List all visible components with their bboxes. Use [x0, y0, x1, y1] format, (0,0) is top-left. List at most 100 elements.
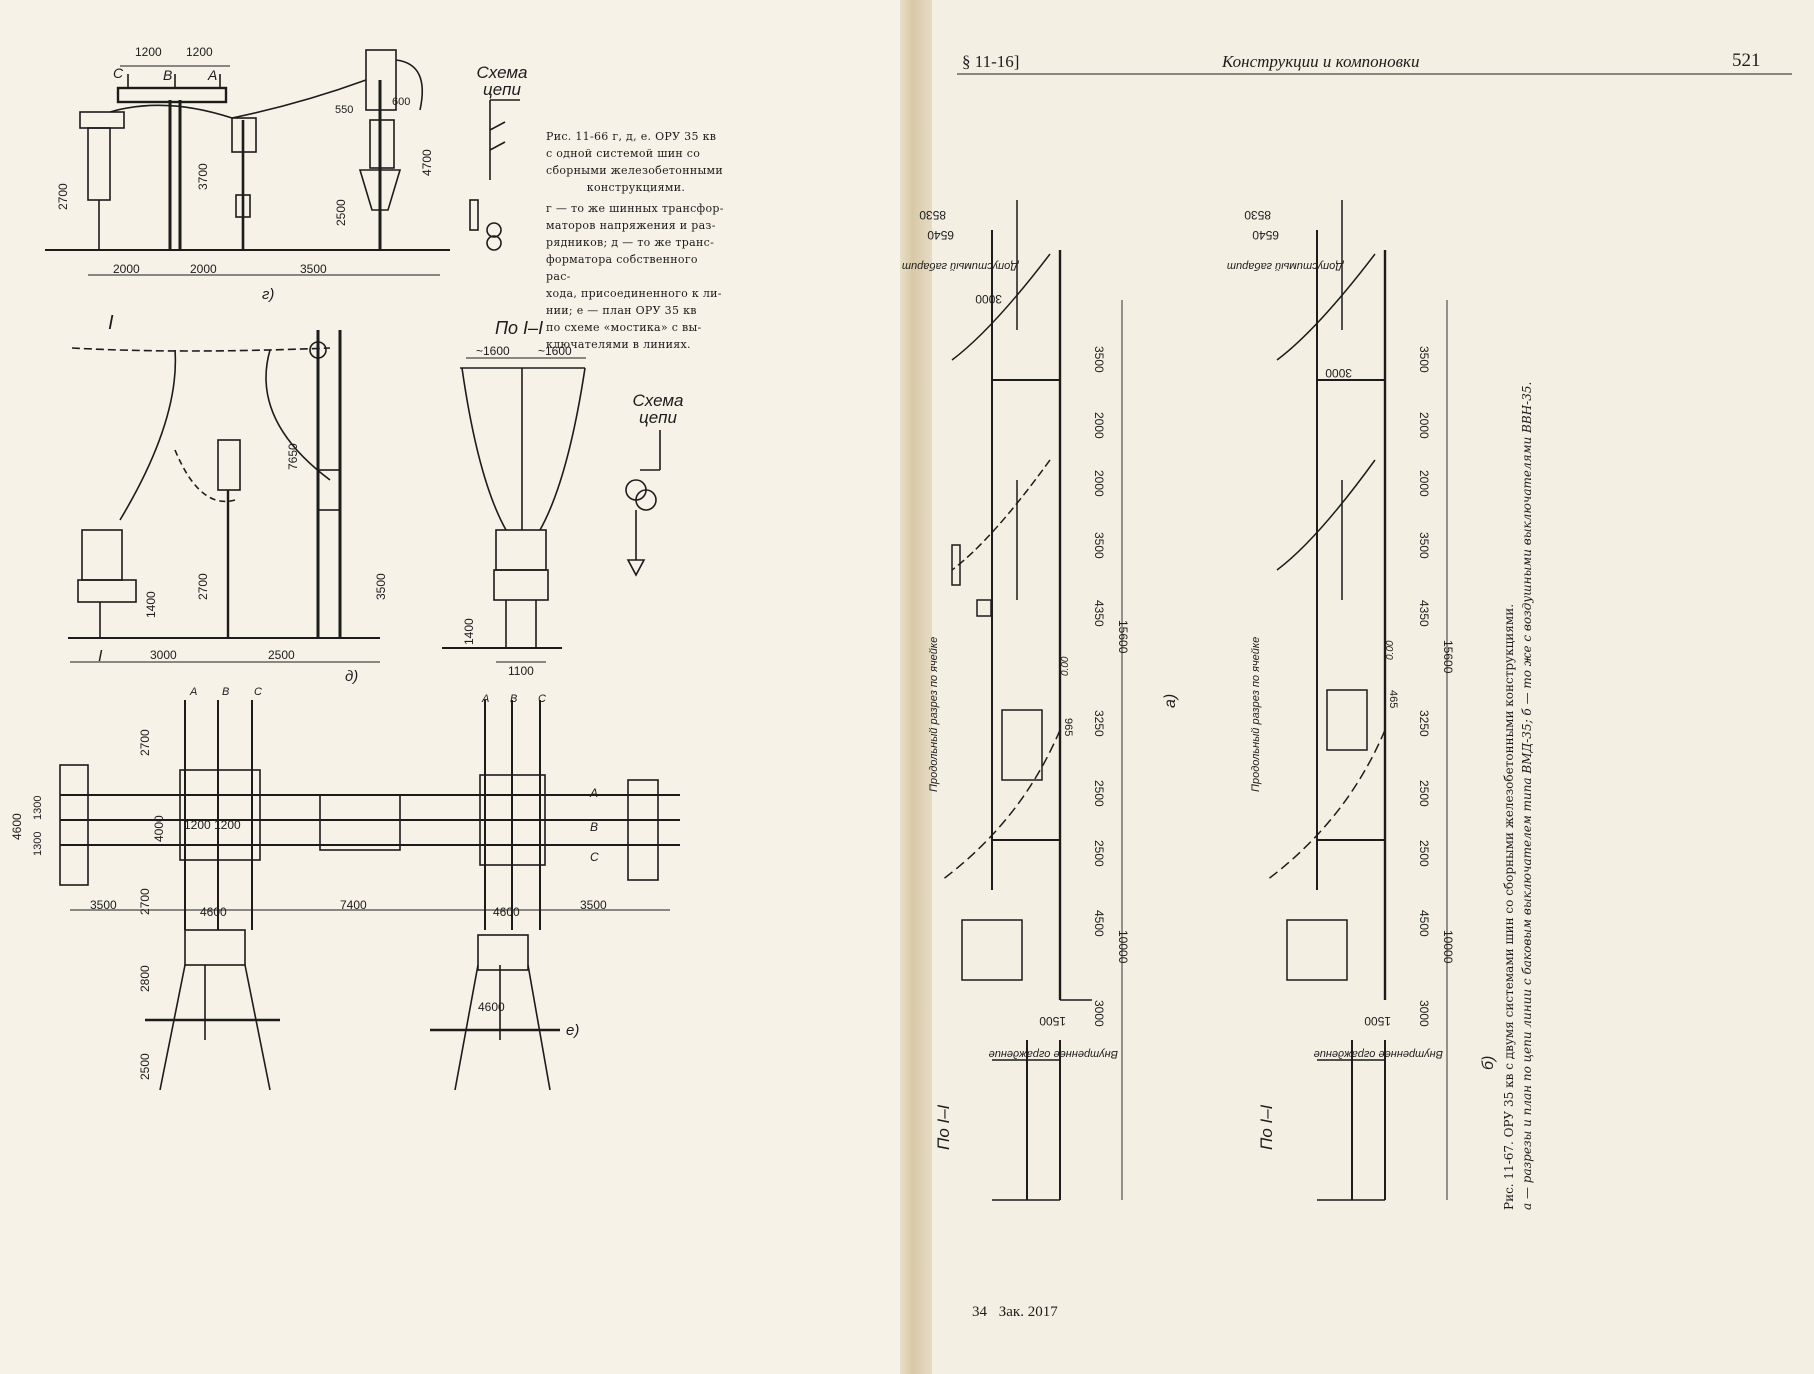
dim-section-top-1: ~1600	[476, 344, 510, 358]
dim-e-4600-c: 4600	[478, 1000, 505, 1014]
figure-b-drawing	[1266, 200, 1387, 1201]
a-clearance-label: Допустимый габарит	[901, 260, 1018, 272]
schema-circuit-1	[469, 99, 520, 251]
caption-line-5: г — то же шинных трансфор-	[546, 202, 724, 215]
a-dim-3000-b: 3000	[1092, 1000, 1106, 1027]
section-I-I-drawing	[442, 367, 586, 649]
caption-line-2: с одной системой шин со	[546, 147, 701, 160]
dim-g-bottom-2: 2000	[190, 262, 217, 276]
dim-g-550: 550	[335, 104, 354, 116]
a-dim-2000-b: 2000	[1092, 470, 1106, 497]
dim-e-7400: 7400	[340, 898, 367, 912]
dim-g-bottom-3: 3500	[300, 262, 327, 276]
a-section-label: По I–I	[934, 1104, 953, 1150]
dim-section-top-2: ~1600	[538, 344, 572, 358]
b-dim-2500-b: 2500	[1417, 840, 1431, 867]
dim-g-3700: 3700	[196, 163, 210, 190]
plan-phase-c-2: C	[538, 693, 546, 705]
dim-d-bottom-1: 3000	[150, 648, 177, 662]
dim-section-bottom: 1100	[508, 664, 534, 678]
plan-phase-b-1: B	[222, 686, 230, 698]
b-dim-465: 465	[1387, 690, 1399, 709]
b-dim-4500: 4500	[1417, 910, 1431, 937]
b-dim-1500: 1500	[1364, 1014, 1391, 1028]
b-dim-3000: 3000	[1325, 366, 1352, 380]
caption-line-8: форматора собственного рас-	[546, 253, 698, 283]
a-fence-label: Внутреннее ограждение	[988, 1048, 1118, 1060]
b-dim-3500-a: 3500	[1417, 346, 1431, 373]
plan-phase-b-2: B	[510, 693, 518, 705]
schema-circuit-2	[625, 430, 661, 577]
a-dim-10000: 10000	[1116, 930, 1130, 964]
figure-11-67-caption: Рис. 11-67. ОРУ 35 кв с двумя системами …	[1500, 200, 1536, 1210]
dim-e-1300-b: 1300	[32, 831, 44, 856]
b-dim-6540: 6540	[1252, 228, 1279, 242]
dim-e-4600-left: 4600	[10, 813, 24, 840]
a-dim-3000: 3000	[975, 292, 1002, 306]
dim-d-1400: 1400	[144, 591, 158, 618]
b-section-label: По I–I	[1257, 1104, 1276, 1150]
sub-label-b: б)	[1480, 1055, 1497, 1070]
plan-phase-c-1: C	[254, 686, 262, 698]
caption-line-6: маторов напряжения и раз-	[546, 219, 716, 232]
a-dim-8530: 8530	[919, 208, 946, 222]
b-dim-3500-b: 3500	[1417, 532, 1431, 559]
dim-e-1300-a: 1300	[32, 795, 44, 820]
header-section: § 11-16]	[962, 52, 1020, 71]
b-dim-2000-b: 2000	[1417, 470, 1431, 497]
figure-d-drawing	[68, 330, 380, 639]
dim-g-600: 600	[392, 96, 411, 108]
b-dim-4350: 4350	[1417, 600, 1431, 627]
dim-e-4600-a: 4600	[200, 905, 227, 919]
page-number: 521	[1732, 50, 1761, 71]
a-dim-2500-a: 2500	[1092, 780, 1106, 807]
dim-d-bottom-2: 2500	[268, 648, 295, 662]
dim-d-2700: 2700	[196, 573, 210, 600]
a-dim-2000-a: 2000	[1092, 412, 1106, 439]
a-dim-1500: 1500	[1039, 1014, 1066, 1028]
sub-label-a: а)	[1162, 693, 1179, 708]
b-fence-label: Внутреннее ограждение	[1313, 1048, 1443, 1060]
dim-d-3500: 3500	[374, 573, 388, 600]
phase-label-c: C	[113, 65, 124, 81]
a-dim-6540: 6540	[927, 228, 954, 242]
b-dim-2000-a: 2000	[1417, 412, 1431, 439]
a-dim-2500-b: 2500	[1092, 840, 1106, 867]
schema-label-2: Схема цепи	[632, 391, 684, 427]
dim-e-1200-1: 1200	[184, 818, 211, 832]
a-dim-3250: 3250	[1092, 710, 1106, 737]
a-dim-965: 965	[1062, 718, 1074, 737]
b-dim-15600: 15600	[1441, 640, 1455, 674]
b-dim-3250: 3250	[1417, 710, 1431, 737]
b-dim-3000-b: 3000	[1417, 1000, 1431, 1027]
phase-label-a: A	[208, 67, 218, 83]
dim-g-4700: 4700	[420, 149, 434, 176]
footer-order: Зак. 2017	[998, 1304, 1058, 1320]
section-mark-top: I	[108, 312, 114, 334]
plan-bus-c: C	[590, 850, 599, 864]
caption-line-12: ключателями в линиях.	[546, 338, 691, 351]
a-zero-mark: 0.00	[1060, 656, 1071, 676]
b-clearance-label: Допустимый габарит	[1226, 260, 1343, 272]
plan-bus-b: B	[590, 820, 599, 834]
dim-g-bottom-1: 2000	[113, 262, 140, 276]
caption-line-9: хода, присоединенного к ли-	[546, 287, 722, 300]
b-zero-mark: 0.00	[1385, 640, 1396, 660]
section-mark-bottom: I	[98, 648, 103, 665]
dim-e-4600-b: 4600	[493, 905, 520, 919]
figure-letter-e: е)	[566, 1022, 580, 1039]
schema-label-1: Схема цепи	[476, 63, 528, 99]
dim-g-top-1: 1200	[135, 45, 162, 59]
section-title-I-I: По I–I	[495, 318, 544, 338]
plan-phase-a-1: A	[190, 686, 198, 698]
dim-e-2700-top: 2700	[138, 729, 152, 756]
dim-e-3500-right: 3500	[580, 898, 607, 912]
dim-e-3500-left: 3500	[90, 898, 117, 912]
b-dim-8530: 8530	[1244, 208, 1271, 222]
caption-line-4: конструкциями.	[586, 181, 686, 194]
dim-e-4000: 4000	[152, 815, 166, 842]
plan-phase-a-2: A	[482, 693, 490, 705]
dim-e-1200-2: 1200	[214, 818, 241, 832]
figure-a-drawing	[941, 200, 1092, 1201]
footer-sheet: 34	[972, 1304, 987, 1320]
